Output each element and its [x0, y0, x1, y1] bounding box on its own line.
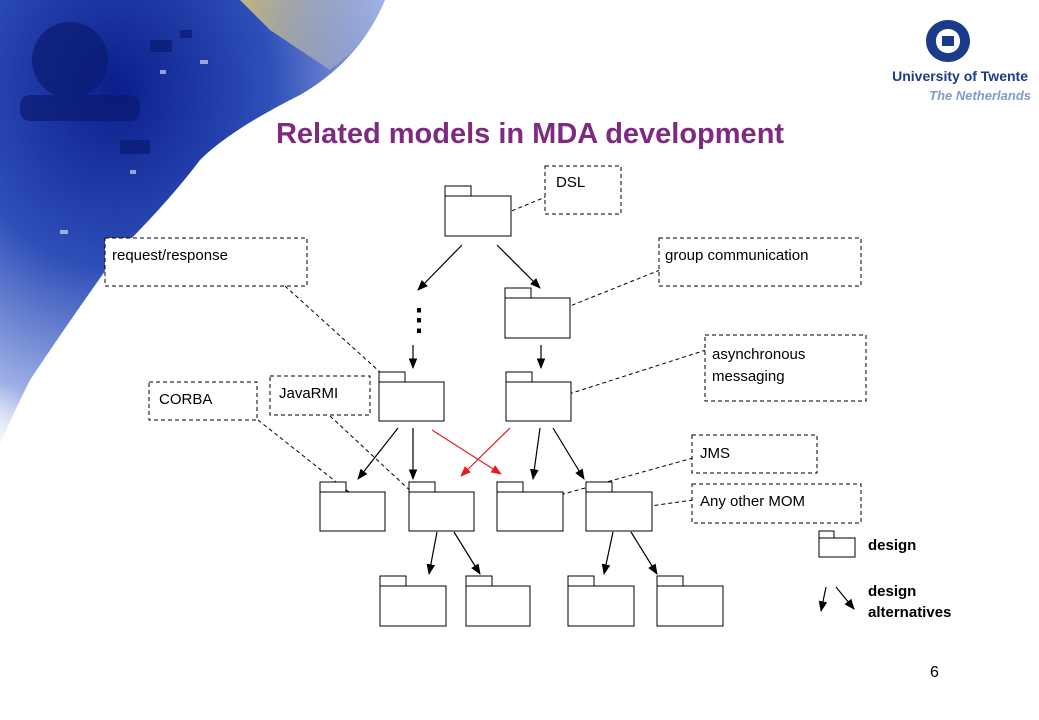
legend-design-alternatives-label-line2: alternatives	[868, 604, 952, 621]
page-number: 6	[930, 664, 939, 681]
legend-design-label: design	[868, 537, 917, 554]
javarmi-leader-line	[329, 415, 433, 512]
package-folder-javarmi	[408, 481, 475, 532]
arrow-javarmi-child1	[426, 531, 438, 576]
arrow-rr-to-jms-alternative	[431, 429, 502, 475]
arrow-async-to-javarmi-alternative	[460, 427, 511, 477]
arrow-javarmi-child2	[453, 531, 481, 575]
arrow-async-mom	[552, 427, 585, 480]
ellipsis-label: ⋮	[404, 304, 434, 337]
any-other-mom-label: Any other MOM	[700, 493, 805, 510]
asynchronous-messaging-callout	[704, 334, 867, 402]
package-folder-dsl	[444, 185, 512, 237]
any-other-mom-callout	[691, 483, 862, 524]
package-folder-request-response	[378, 371, 445, 422]
corba-callout	[148, 381, 258, 421]
package-folder-mom-child1	[567, 575, 635, 627]
request-response-label: request/response	[112, 247, 228, 264]
package-folder-asynchronous	[505, 371, 572, 422]
group-communication-label: group communication	[665, 247, 808, 264]
package-folder-any-other-mom	[585, 481, 653, 532]
asynchronous-label-line1: asynchronous	[712, 346, 805, 363]
legend-design-alternatives-label-line1: design	[868, 583, 917, 600]
arrow-root-left	[417, 244, 463, 291]
arrow-mom-child1	[601, 531, 614, 576]
legend-design-folder-icon	[818, 530, 856, 558]
package-folder-javarmi-child1	[379, 575, 447, 627]
arrow-rr-corba	[357, 427, 399, 480]
package-folder-mom-child2	[656, 575, 724, 627]
arrow-root-right	[496, 244, 541, 289]
asynchronous-label-line2: messaging	[712, 368, 785, 385]
group-communication-callout	[658, 237, 862, 287]
jms-label: JMS	[700, 445, 730, 462]
package-folder-corba	[319, 481, 386, 532]
jms-callout	[691, 434, 818, 474]
university-name: University of Twente	[892, 68, 1028, 84]
legend-design-alternatives-arrows-icon	[818, 586, 855, 613]
university-logo: University of Twente The Netherlands	[828, 18, 1033, 108]
dsl-label: DSL	[556, 174, 585, 191]
arrow-async-jms	[530, 427, 541, 481]
university-emblem-icon	[926, 20, 970, 62]
request-response-callout	[104, 237, 308, 287]
package-folder-jms	[496, 481, 564, 532]
corba-label: CORBA	[159, 391, 212, 408]
arrow-mom-child2	[630, 531, 658, 575]
university-country: The Netherlands	[929, 88, 1031, 103]
javarmi-label: JavaRMI	[279, 385, 338, 402]
slide-title: Related models in MDA development	[275, 118, 785, 150]
dsl-callout	[544, 165, 622, 215]
corner-artwork	[0, 0, 385, 445]
package-folder-group-communication	[504, 287, 571, 339]
package-folder-javarmi-child2	[465, 575, 531, 627]
javarmi-callout	[269, 375, 371, 416]
